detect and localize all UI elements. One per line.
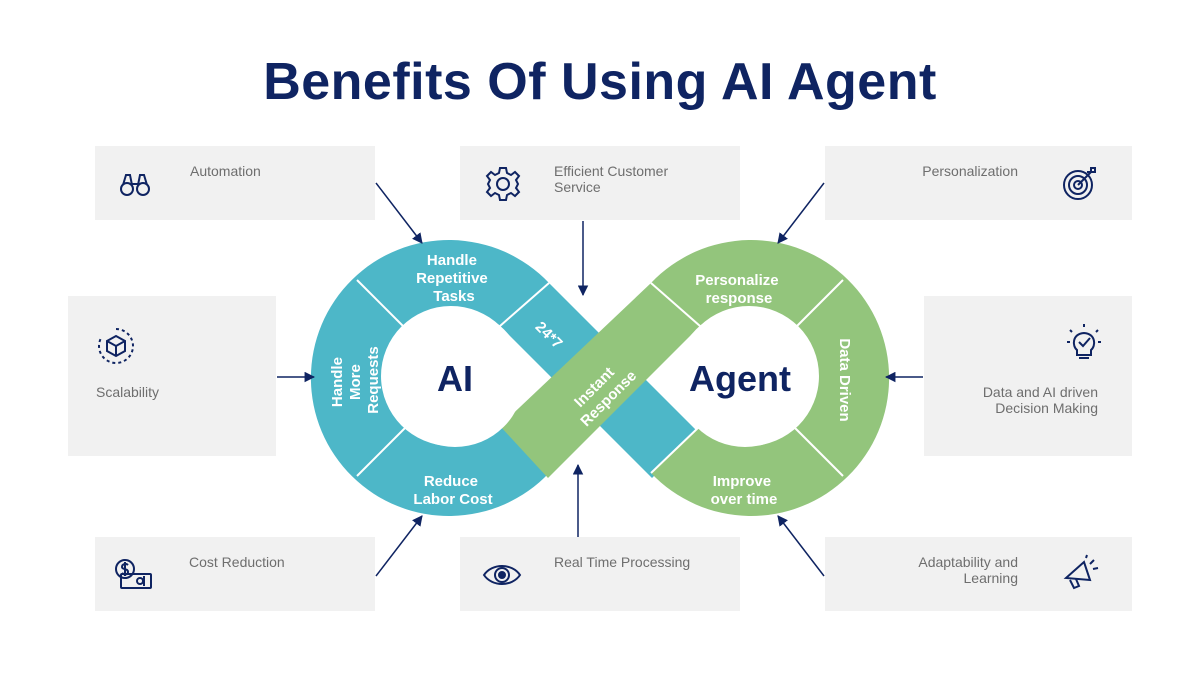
segment-handle-repetitive-tasks: Handle Repetitive Tasks bbox=[416, 252, 492, 305]
scalability-box-icon bbox=[98, 328, 134, 364]
card-customer-service: Efficient Customer Service bbox=[460, 146, 740, 220]
arrow-adaptability bbox=[777, 515, 825, 577]
gear-icon bbox=[485, 167, 521, 201]
card-label: Scalability bbox=[96, 384, 160, 400]
card-label: Automation bbox=[190, 163, 261, 179]
binoculars-icon bbox=[120, 174, 150, 196]
card-cost-reduction: Cost Reduction bbox=[95, 537, 375, 611]
card-scalability: Scalability bbox=[68, 296, 276, 456]
segment-personalize-response: Personalize response bbox=[695, 272, 783, 307]
segment-improve-over-time: Improve over time bbox=[711, 473, 778, 508]
ai-center-label: AI bbox=[437, 358, 473, 399]
target-icon bbox=[1063, 167, 1096, 200]
left-loop bbox=[310, 240, 549, 517]
segment-reduce-labor-cost: Reduce Labor Cost bbox=[413, 473, 492, 508]
card-real-time: Real Time Processing bbox=[460, 537, 740, 611]
card-label: Adaptability and Learning bbox=[918, 554, 1018, 586]
money-icon bbox=[115, 559, 152, 589]
arrow-automation bbox=[375, 182, 423, 244]
card-label: Efficient Customer Service bbox=[554, 163, 669, 195]
megaphone-icon bbox=[1063, 554, 1099, 590]
agent-center-label: Agent bbox=[689, 358, 791, 399]
segment-handle-more-requests: Handle More Requests bbox=[329, 346, 382, 414]
card-decision-making: Data and AI driven Decision Making bbox=[924, 296, 1132, 456]
card-label: Data and AI driven Decision Making bbox=[982, 384, 1098, 416]
card-label: Personalization bbox=[922, 163, 1018, 179]
green-crossover-band bbox=[500, 283, 700, 478]
arrow-cost-reduction bbox=[375, 515, 423, 577]
eye-icon bbox=[482, 565, 522, 585]
card-personalization: Personalization bbox=[825, 146, 1132, 220]
card-label: Real Time Processing bbox=[554, 554, 691, 570]
segment-data-driven: Data Driven bbox=[836, 338, 853, 421]
arrow-personalization bbox=[777, 182, 825, 244]
card-adaptability: Adaptability and Learning bbox=[825, 537, 1132, 611]
right-loop bbox=[651, 240, 890, 517]
card-automation: Automation bbox=[95, 146, 375, 220]
page-title: Benefits Of Using AI Agent bbox=[263, 53, 937, 111]
lightbulb-check-icon bbox=[1067, 324, 1101, 359]
card-label: Cost Reduction bbox=[189, 554, 285, 570]
